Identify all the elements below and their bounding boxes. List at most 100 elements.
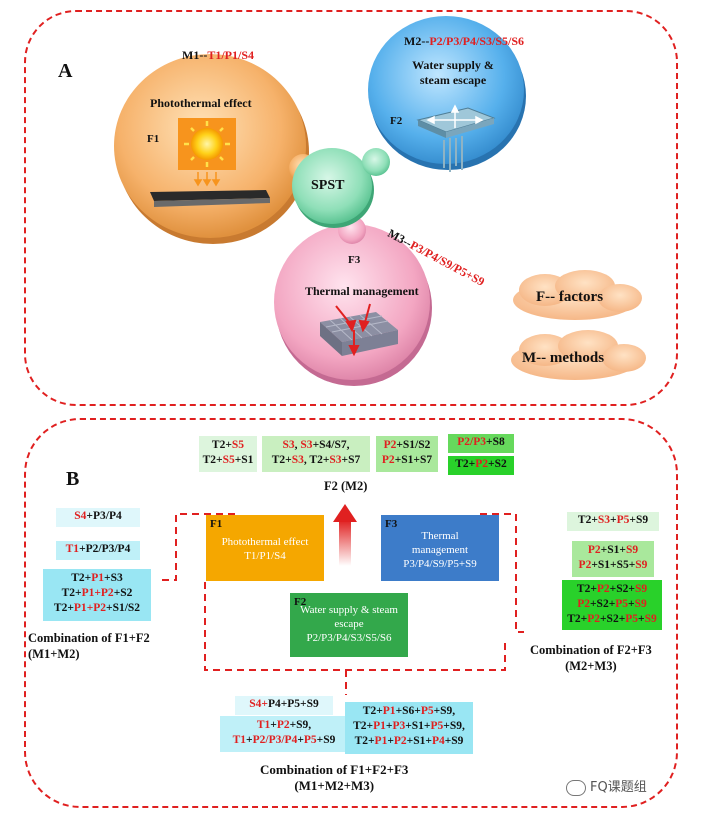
method-token: S9	[634, 583, 648, 595]
method-token: S3	[300, 439, 313, 451]
method-token: T2+	[353, 720, 374, 732]
center-f1-box: F1 Photothermal effect T1/P1/S4	[206, 515, 324, 581]
f1f2-box-1: S4+P3/P4	[56, 508, 140, 527]
center-f2-code: F2	[294, 596, 307, 608]
method-token: +S1+S5+	[591, 559, 636, 571]
f2-circle	[368, 16, 526, 170]
method-token: T1	[65, 543, 80, 555]
method-token: P5	[625, 613, 639, 625]
f123-label-line2: (M1+M2+M3)	[294, 778, 375, 793]
method-token: +S1/S2	[106, 602, 141, 614]
method-token: +S1+S7	[394, 454, 433, 466]
method-token: +S1+	[600, 544, 626, 556]
method-token: P2	[577, 598, 590, 610]
method-token: S9	[644, 613, 657, 625]
factors-cloud	[513, 270, 642, 320]
f1-title: Photothermal effect	[150, 96, 252, 110]
f1f2-label-line1: Combination of F1+F2	[28, 631, 150, 645]
method-token: T2+	[362, 705, 383, 717]
f1f2-box-1-line: S4+P3/P4	[56, 509, 140, 524]
method-token: +S9	[629, 514, 649, 526]
method-token: +S2	[113, 587, 133, 599]
f2-box-5: T2+P2+S2	[448, 456, 514, 475]
method-token: P2/P3/P4	[252, 734, 298, 746]
method-token: T2+	[271, 454, 292, 466]
method-token: P2	[381, 454, 395, 466]
m1-prefix: M1--	[182, 48, 208, 62]
method-token: P4+P5+S9	[267, 698, 319, 710]
method-token: P5	[430, 720, 444, 732]
f123-label-line1: Combination of F1+F2+F3	[260, 762, 409, 777]
f2-code: F2	[390, 115, 403, 127]
method-token: T2+	[71, 572, 92, 584]
method-token: +	[387, 735, 394, 747]
f1f2-label-line2: (M1+M2)	[28, 647, 80, 661]
method-token: S5	[231, 439, 245, 451]
center-f3-title: Thermal management	[411, 530, 469, 556]
method-token: T2+	[455, 458, 476, 470]
method-token: +S6+	[395, 705, 421, 717]
method-token: T1	[256, 719, 271, 731]
f2-box-3-line: P2+S1/S2	[376, 438, 438, 453]
f123-box-2-line: T1+P2/P3/P4+P5+S9	[220, 733, 348, 748]
method-token: P5	[420, 705, 434, 717]
method-token: +P2/P3/P4	[79, 543, 131, 555]
method-token: +S2	[488, 458, 507, 470]
f3-code: F3	[348, 254, 361, 266]
method-token: +S9	[444, 735, 464, 747]
center-f2-methods: P2/P3/P4/S3/S5/S6	[306, 632, 392, 644]
method-token: P2	[393, 735, 407, 747]
watermark-text: FQ课题组	[590, 780, 647, 795]
method-token: P1	[374, 735, 388, 747]
center-dashed-frame	[160, 513, 524, 695]
method-token: +S2+	[590, 598, 616, 610]
f123-box-3-line: T2+P1+P3+S1+P5+S9,	[345, 719, 473, 734]
method-token: +S8	[486, 436, 505, 448]
f2f3-label-line1: Combination of F2+F3	[530, 643, 652, 657]
center-f1-code: F1	[210, 518, 223, 530]
method-token: P2	[475, 458, 489, 470]
m2-methods: P2/P3/P4/S3/S5/S6	[429, 34, 525, 48]
method-token: S5	[222, 454, 235, 466]
f1-code: F1	[147, 133, 160, 145]
f2-box-5-line: T2+P2+S2	[448, 457, 514, 472]
method-token: S3	[597, 514, 611, 526]
method-token: P2	[383, 439, 397, 451]
method-token: S9	[625, 544, 639, 556]
center-f3-code: F3	[385, 518, 398, 530]
center-f3-box: F3 Thermal management P3/P4/S9/P5+S9	[381, 515, 499, 581]
f2f3-box-3-line: T2+P2+S2+P5+S9	[562, 612, 662, 627]
spst-label: SPST	[311, 178, 345, 193]
method-token: +	[385, 720, 393, 732]
method-token: +	[246, 734, 253, 746]
method-token: S3	[291, 454, 304, 466]
legend-methods: M-- methods	[522, 350, 605, 366]
f123-box-2-line: T1+P2+S9,	[220, 718, 348, 733]
water-device-icon	[416, 104, 496, 172]
f123-box-2: T1+P2+S9,T1+P2/P3/P4+P5+S9	[220, 716, 348, 752]
method-token: P5	[303, 734, 317, 746]
m2-label: M2--P2/P3/P4/S3/S5/S6	[404, 34, 524, 49]
method-token: P3	[392, 720, 406, 732]
absorber-slab-icon	[150, 190, 270, 207]
legend-factors: F-- factors	[536, 289, 604, 305]
wechat-icon	[566, 779, 586, 796]
method-token: P4	[431, 735, 445, 747]
method-token: P2	[276, 719, 290, 731]
method-token: P2/P3	[457, 436, 487, 448]
f2f3-box-1: T2+S3+P5+S9	[567, 512, 659, 531]
f2-box-3-line: P2+S1+S7	[376, 453, 438, 468]
f2f3-box-3-line: P2+S2+P5+S9	[562, 597, 662, 612]
f2-box-1-line: T2+S5+S1	[199, 453, 257, 468]
center-f1-methods: T1/P1/S4	[244, 550, 286, 562]
m2-prefix: M2--	[404, 34, 430, 48]
method-token: +S9,	[433, 705, 456, 717]
f2f3-label: Combination of F2+F3 (M2+M3)	[530, 642, 652, 674]
method-token: P5	[615, 598, 629, 610]
method-token: +S3	[104, 572, 123, 584]
